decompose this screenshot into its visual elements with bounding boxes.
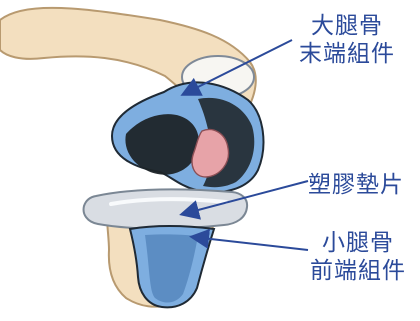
tibial-component-label: 小腿骨 前端組件 (298, 229, 418, 285)
plastic-insert-label: 塑膠墊片 (296, 171, 416, 199)
femoral-label-line-1: 大腿骨 (282, 12, 412, 40)
tibial-label-line-1: 小腿骨 (298, 229, 418, 257)
plastic-insert (84, 189, 248, 228)
femoral-component-label: 大腿骨 末端組件 (282, 12, 412, 68)
tibial-label-line-2: 前端組件 (298, 257, 418, 285)
femoral-label-line-2: 末端組件 (282, 40, 412, 68)
